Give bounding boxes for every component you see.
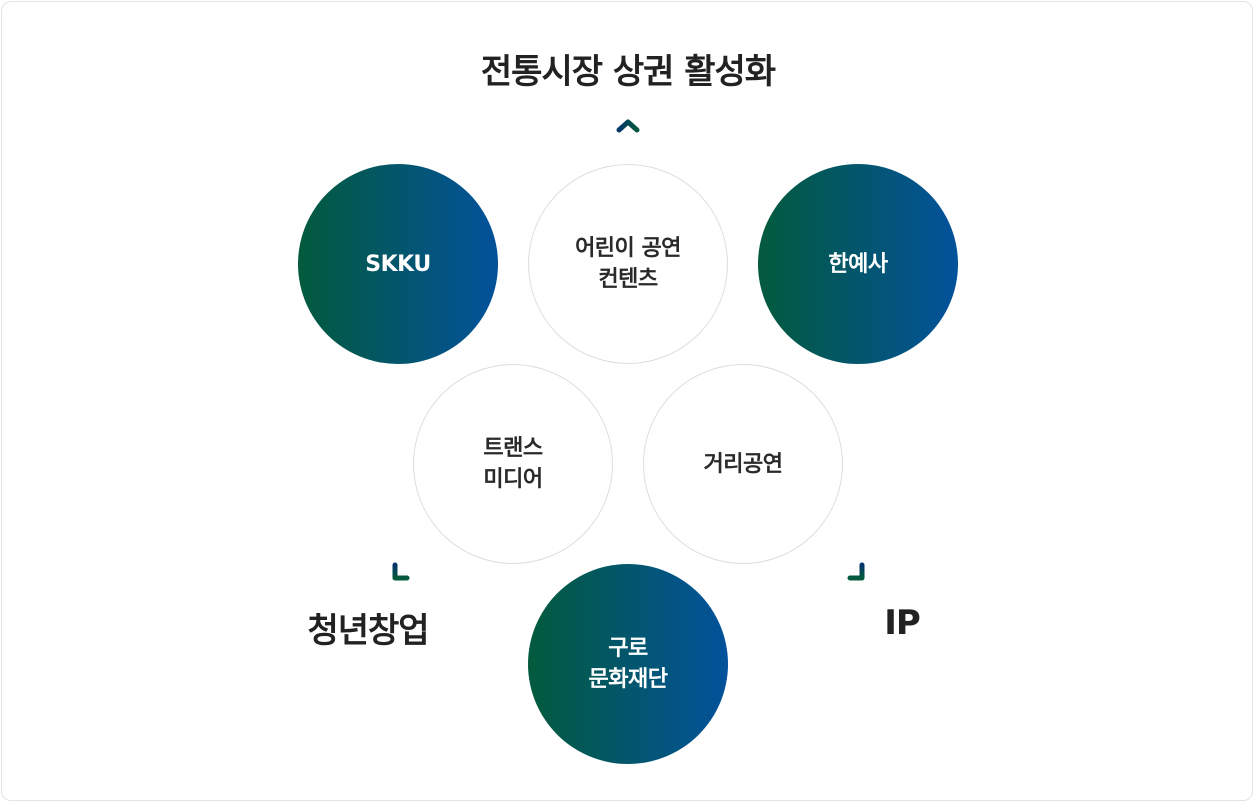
circle-kids-content: 어린이 공연 컨텐츠 — [528, 164, 728, 364]
corner-arrow-bottom-right-icon — [847, 562, 865, 581]
label-youth-startup: 청년창업 — [307, 611, 429, 651]
circle-skku: SKKU — [298, 164, 498, 364]
chevron-up-icon — [616, 119, 640, 133]
circle-guro-foundation: 구로 문화재단 — [528, 564, 728, 764]
corner-arrow-bottom-left-icon — [392, 562, 410, 581]
circle-hanyesa: 한예사 — [758, 164, 958, 364]
diagram-title: 전통시장 상권 활성화 — [480, 52, 776, 92]
circle-street-performance: 거리공연 — [643, 364, 843, 564]
circle-transmedia: 트랜스 미디어 — [413, 364, 613, 564]
label-ip: IP — [884, 603, 921, 643]
